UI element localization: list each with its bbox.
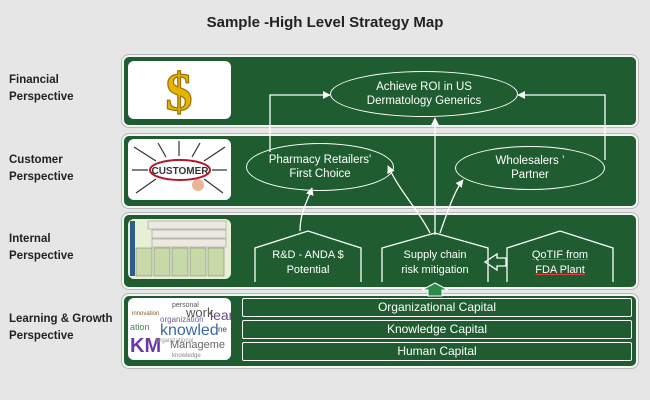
process-chart-icon [130,220,227,277]
cloud-word: organization [160,315,204,324]
financial-perspective-label: Financial Perspective [9,74,74,103]
customer-thumb-label: CUSTOMER [151,166,209,177]
customer-arrows-icon: CUSTOMER [132,141,227,194]
dollar-sign-icon: $ [165,61,193,119]
svg-text:$: $ [166,62,193,119]
learning-perspective-label: Learning & Growth Perspective [9,313,113,342]
word-cloud-icon: personal work organization learn innovat… [130,302,231,359]
cloud-word: personal [172,302,199,309]
cloud-word: Manageme [170,339,225,351]
cloud-word: knowled [160,322,219,339]
page-title: Sample -High Level Strategy Map [206,14,444,31]
knowledge-capital-bar: Knowledge Capital [242,320,632,339]
cloud-word: innovation [132,311,159,317]
cloud-word: ne [218,325,227,334]
cloud-word: organizational [156,338,193,344]
objective-rnd-anda: R&D - ANDA $ Potential [272,249,344,276]
objective-qotif: QoTIF from FDA Plant [531,249,589,276]
objective-supply-chain: Supply chain risk mitigation [401,249,469,276]
internal-thumbnail [128,219,231,279]
internal-perspective-label: Internal Perspective [9,233,74,262]
objective-wholesalers-partner: Wholesalers ’ Partner [455,146,605,190]
customer-thumbnail: CUSTOMER [128,139,231,200]
dollar-thumbnail: $ [128,61,231,119]
organizational-capital-bar: Organizational Capital [242,298,632,317]
objective-pharmacy-retailers: Pharmacy Retailers' First Choice [246,143,394,191]
customer-perspective-label: Customer Perspective [9,154,74,183]
learning-thumbnail: personal work organization learn innovat… [128,298,231,360]
cloud-word: work [185,305,214,320]
cloud-word: knowledge [172,353,201,359]
cloud-word: KM [130,335,161,357]
human-capital-bar: Human Capital [242,342,632,361]
cloud-word: ation [130,322,150,332]
cloud-word: learn [210,307,231,323]
objective-achieve-roi: Achieve ROI in US Dermatology Generics [330,71,518,117]
